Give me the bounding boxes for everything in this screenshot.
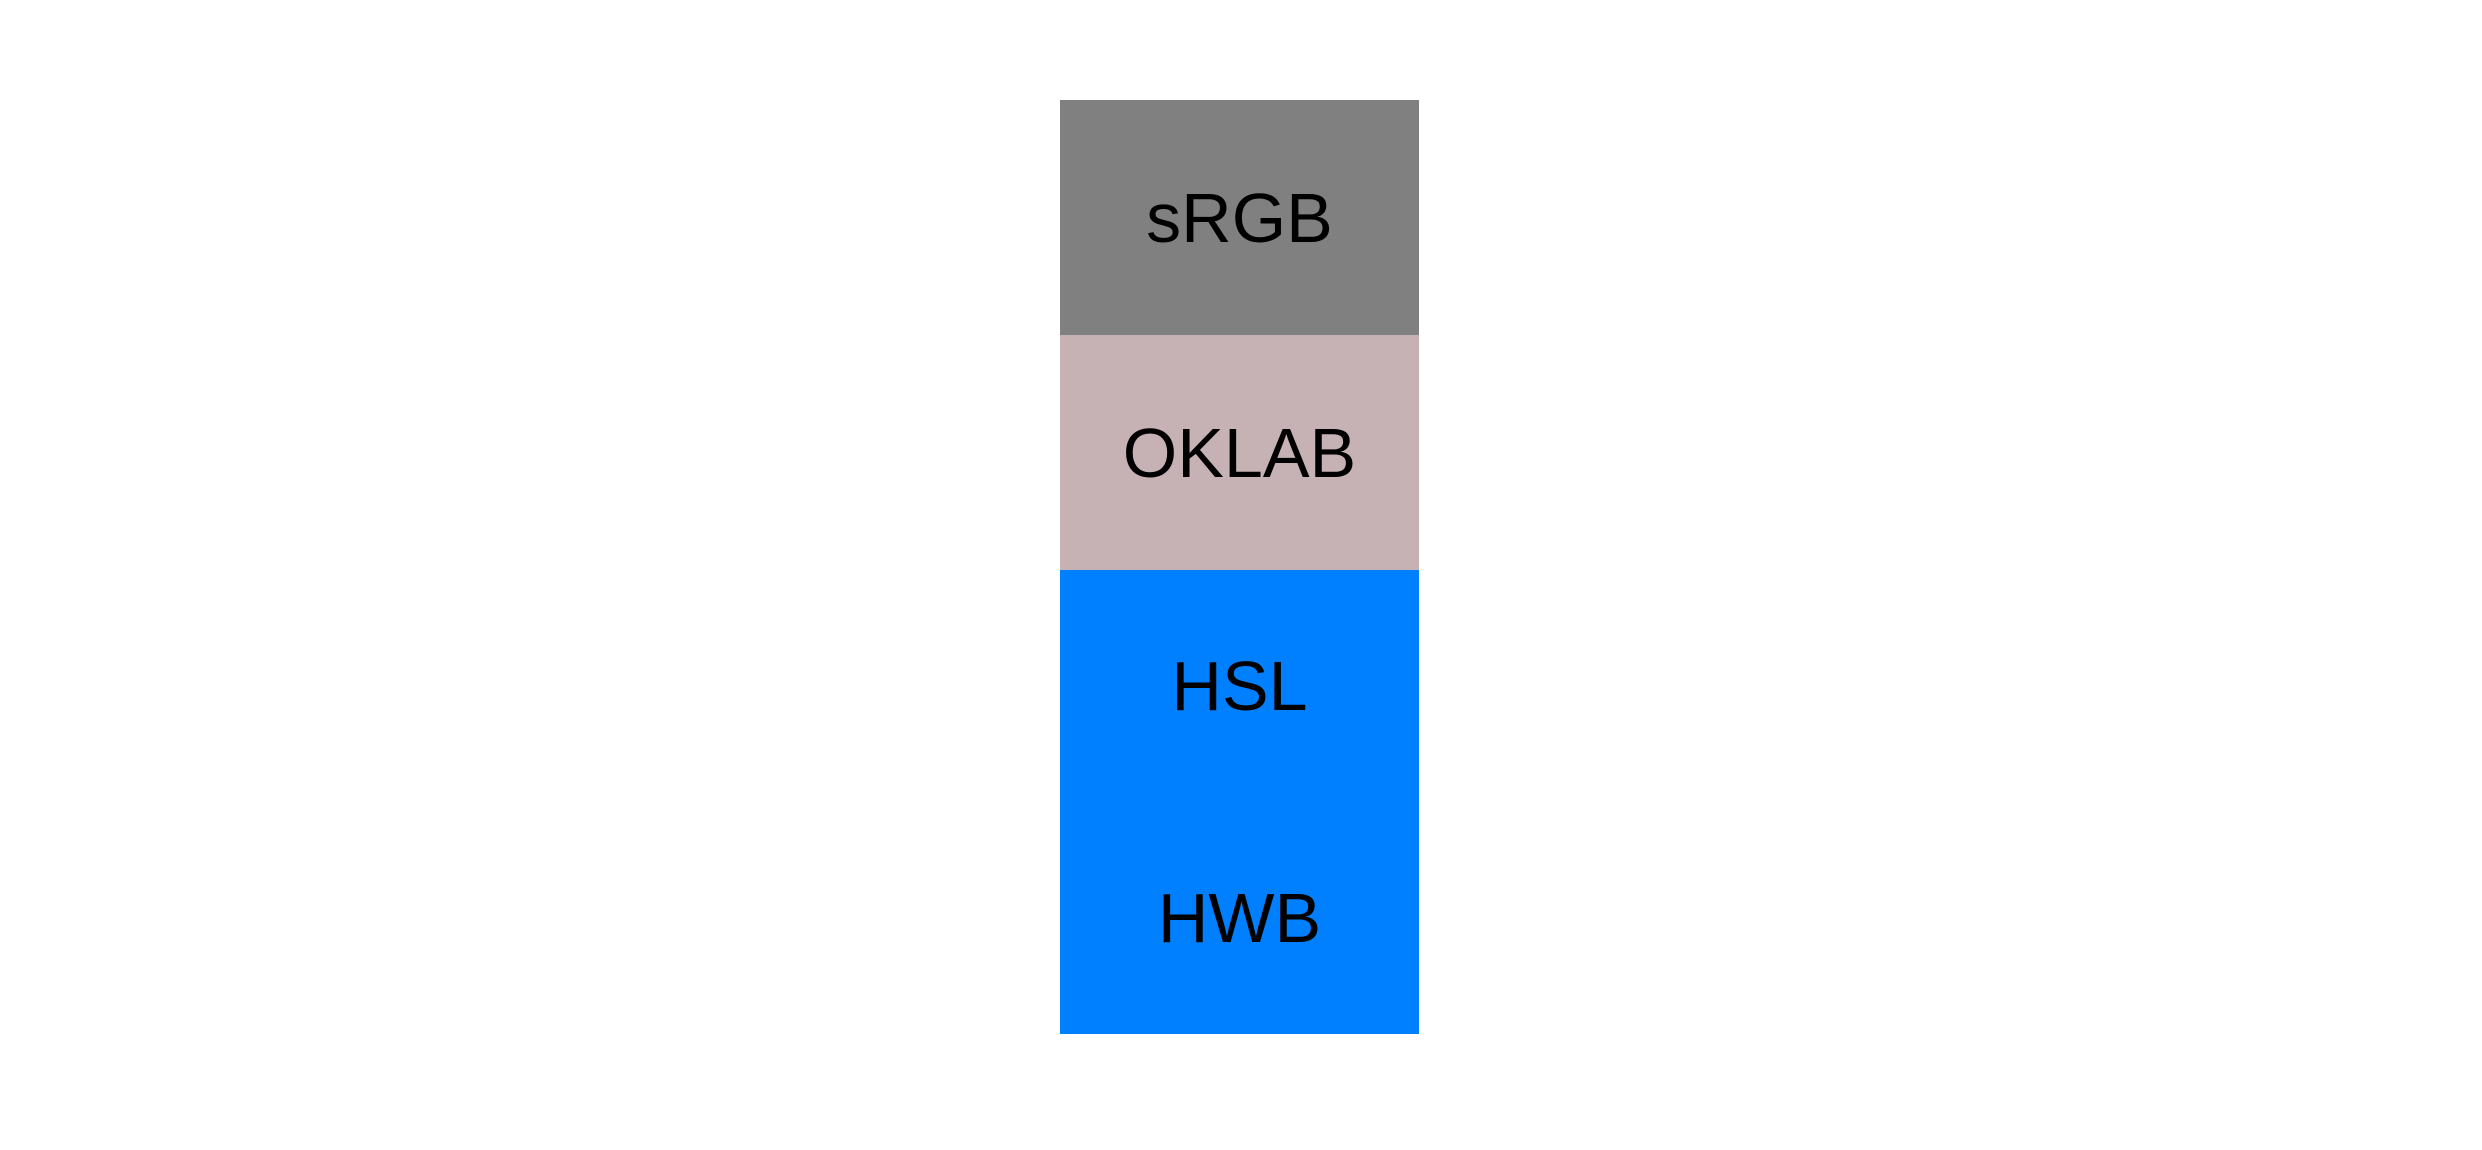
swatch-label-hwb: HWB [1157, 879, 1322, 957]
swatch-hsl[interactable]: HSL [1060, 570, 1419, 802]
color-space-swatch-stack: sRGB OKLAB HSL HWB [1060, 100, 1419, 1034]
swatch-label-srgb: sRGB [1146, 178, 1333, 257]
swatch-label-oklab: OKLAB [1122, 413, 1357, 492]
swatch-hwb[interactable]: HWB [1060, 802, 1419, 1034]
swatch-label-hsl: HSL [1171, 647, 1308, 725]
swatch-oklab[interactable]: OKLAB [1060, 335, 1419, 570]
swatch-srgb[interactable]: sRGB [1060, 100, 1419, 335]
